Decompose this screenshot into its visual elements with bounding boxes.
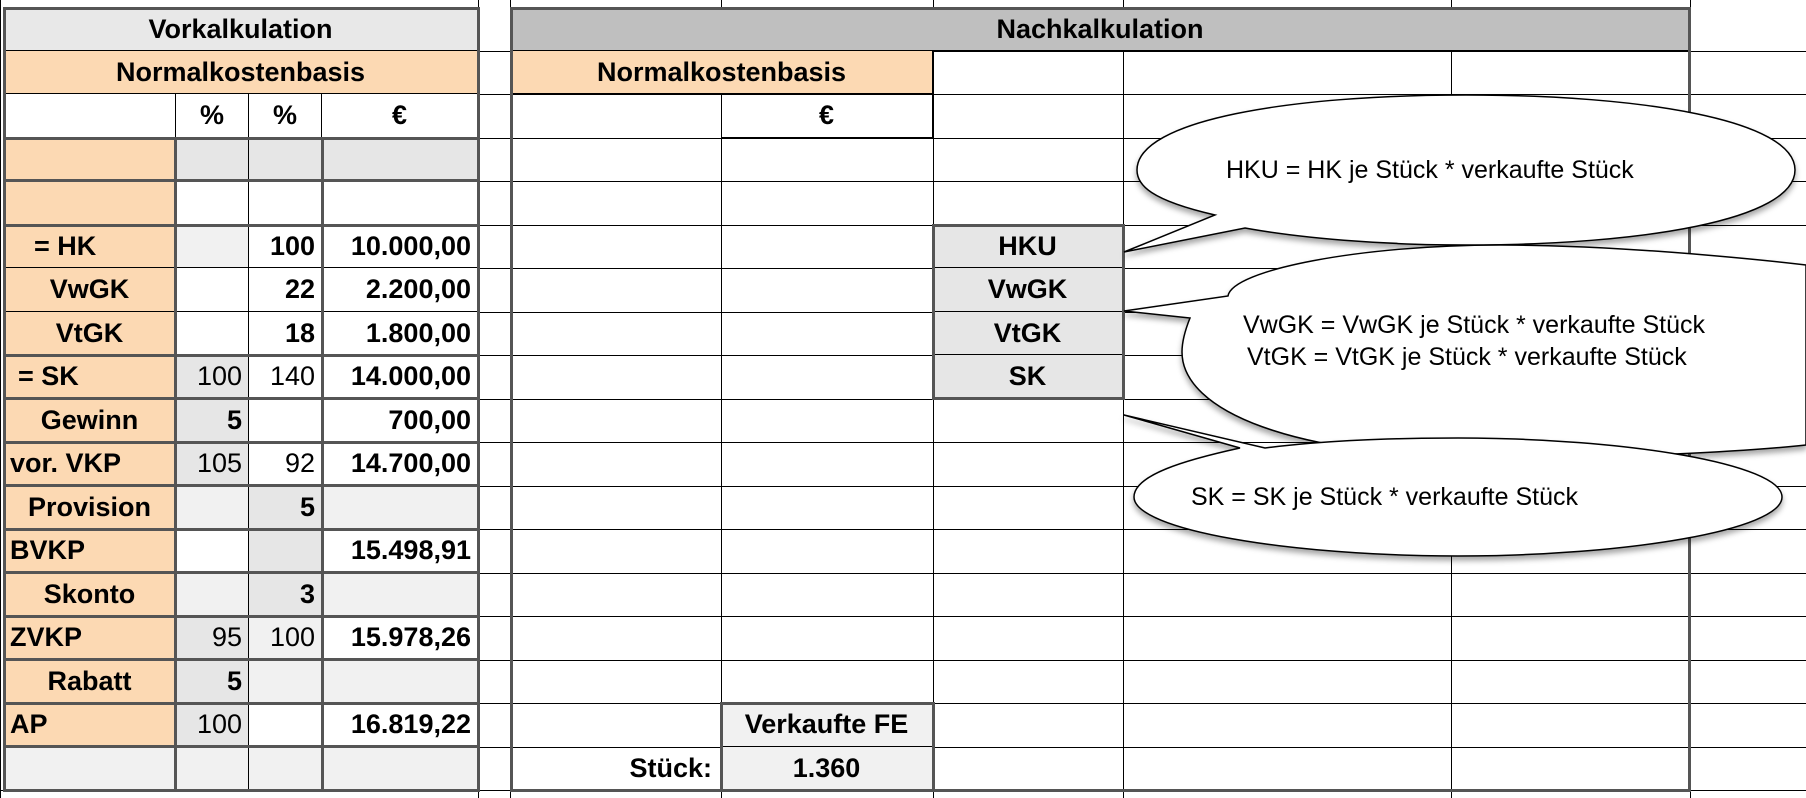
nachkalkulation-subtitle: Normalkostenbasis xyxy=(511,51,933,94)
label-vtgk[interactable]: VtGK xyxy=(933,312,1123,355)
row-label-provision[interactable]: Provision xyxy=(4,486,176,529)
row-percent-1[interactable] xyxy=(176,573,249,616)
row-percent-2[interactable]: 100 xyxy=(249,616,322,660)
verkaufte-fe-label: Verkaufte FE xyxy=(721,703,933,747)
row-percent-1[interactable] xyxy=(176,225,249,268)
row-euro[interactable]: 2.200,00 xyxy=(322,268,478,312)
nachkalkulation-title: Nachkalkulation xyxy=(511,8,1689,51)
row-percent-1[interactable]: 5 xyxy=(176,660,249,703)
nachkalkulation-euro-header: € xyxy=(721,94,933,138)
callout-text-hku: HKU = HK je Stück * verkaufte Stück xyxy=(1226,156,1634,184)
row-label-ap[interactable]: AP xyxy=(4,703,176,747)
row-label-vwgk[interactable]: VwGK xyxy=(4,268,176,312)
callout-text-vtgk: VtGK = VtGK je Stück * verkaufte Stück xyxy=(1247,343,1687,371)
callout-bubble-vwgk-vtgk xyxy=(1123,244,1806,459)
label-sk[interactable]: SK xyxy=(933,355,1123,399)
row-label-rabatt[interactable]: Rabatt xyxy=(4,660,176,703)
empty-cell[interactable] xyxy=(4,747,176,790)
vorkalkulation-subtitle: Normalkostenbasis xyxy=(4,51,478,94)
row-percent-1[interactable]: 95 xyxy=(176,616,249,660)
row-label[interactable] xyxy=(4,138,176,181)
row-label-bvkp[interactable]: BVKP xyxy=(4,529,176,573)
row-euro[interactable]: 15.498,91 xyxy=(322,529,478,573)
row-percent-1[interactable]: 100 xyxy=(176,355,249,399)
stueck-value[interactable]: 1.360 xyxy=(721,747,933,790)
row-label-vor-vkp[interactable]: vor. VKP xyxy=(4,442,176,486)
row-percent-2[interactable]: 5 xyxy=(249,486,322,529)
callout-text-vwgk: VwGK = VwGK je Stück * verkaufte Stück xyxy=(1243,311,1705,339)
empty-cell[interactable] xyxy=(322,747,478,790)
row-percent-1[interactable]: 100 xyxy=(176,703,249,747)
row-label-gewinn[interactable]: Gewinn xyxy=(4,399,176,442)
row-percent-1[interactable] xyxy=(176,138,249,181)
callout-text-sk: SK = SK je Stück * verkaufte Stück xyxy=(1191,483,1578,511)
callout-bubble-hku xyxy=(1123,94,1796,253)
row-euro[interactable]: 10.000,00 xyxy=(322,225,478,268)
vorkalkulation-title: Vorkalkulation xyxy=(4,8,478,51)
row-label-zvkp[interactable]: ZVKP xyxy=(4,616,176,660)
row-euro[interactable] xyxy=(322,486,478,529)
row-euro[interactable] xyxy=(322,573,478,616)
callout-bubble-sk xyxy=(1123,414,1783,557)
row-percent-1[interactable] xyxy=(176,268,249,312)
row-label-hk[interactable]: = HK xyxy=(4,225,176,268)
row-percent-1[interactable]: 5 xyxy=(176,399,249,442)
label-vwgk[interactable]: VwGK xyxy=(933,268,1123,312)
row-percent-2[interactable]: 100 xyxy=(249,225,322,268)
